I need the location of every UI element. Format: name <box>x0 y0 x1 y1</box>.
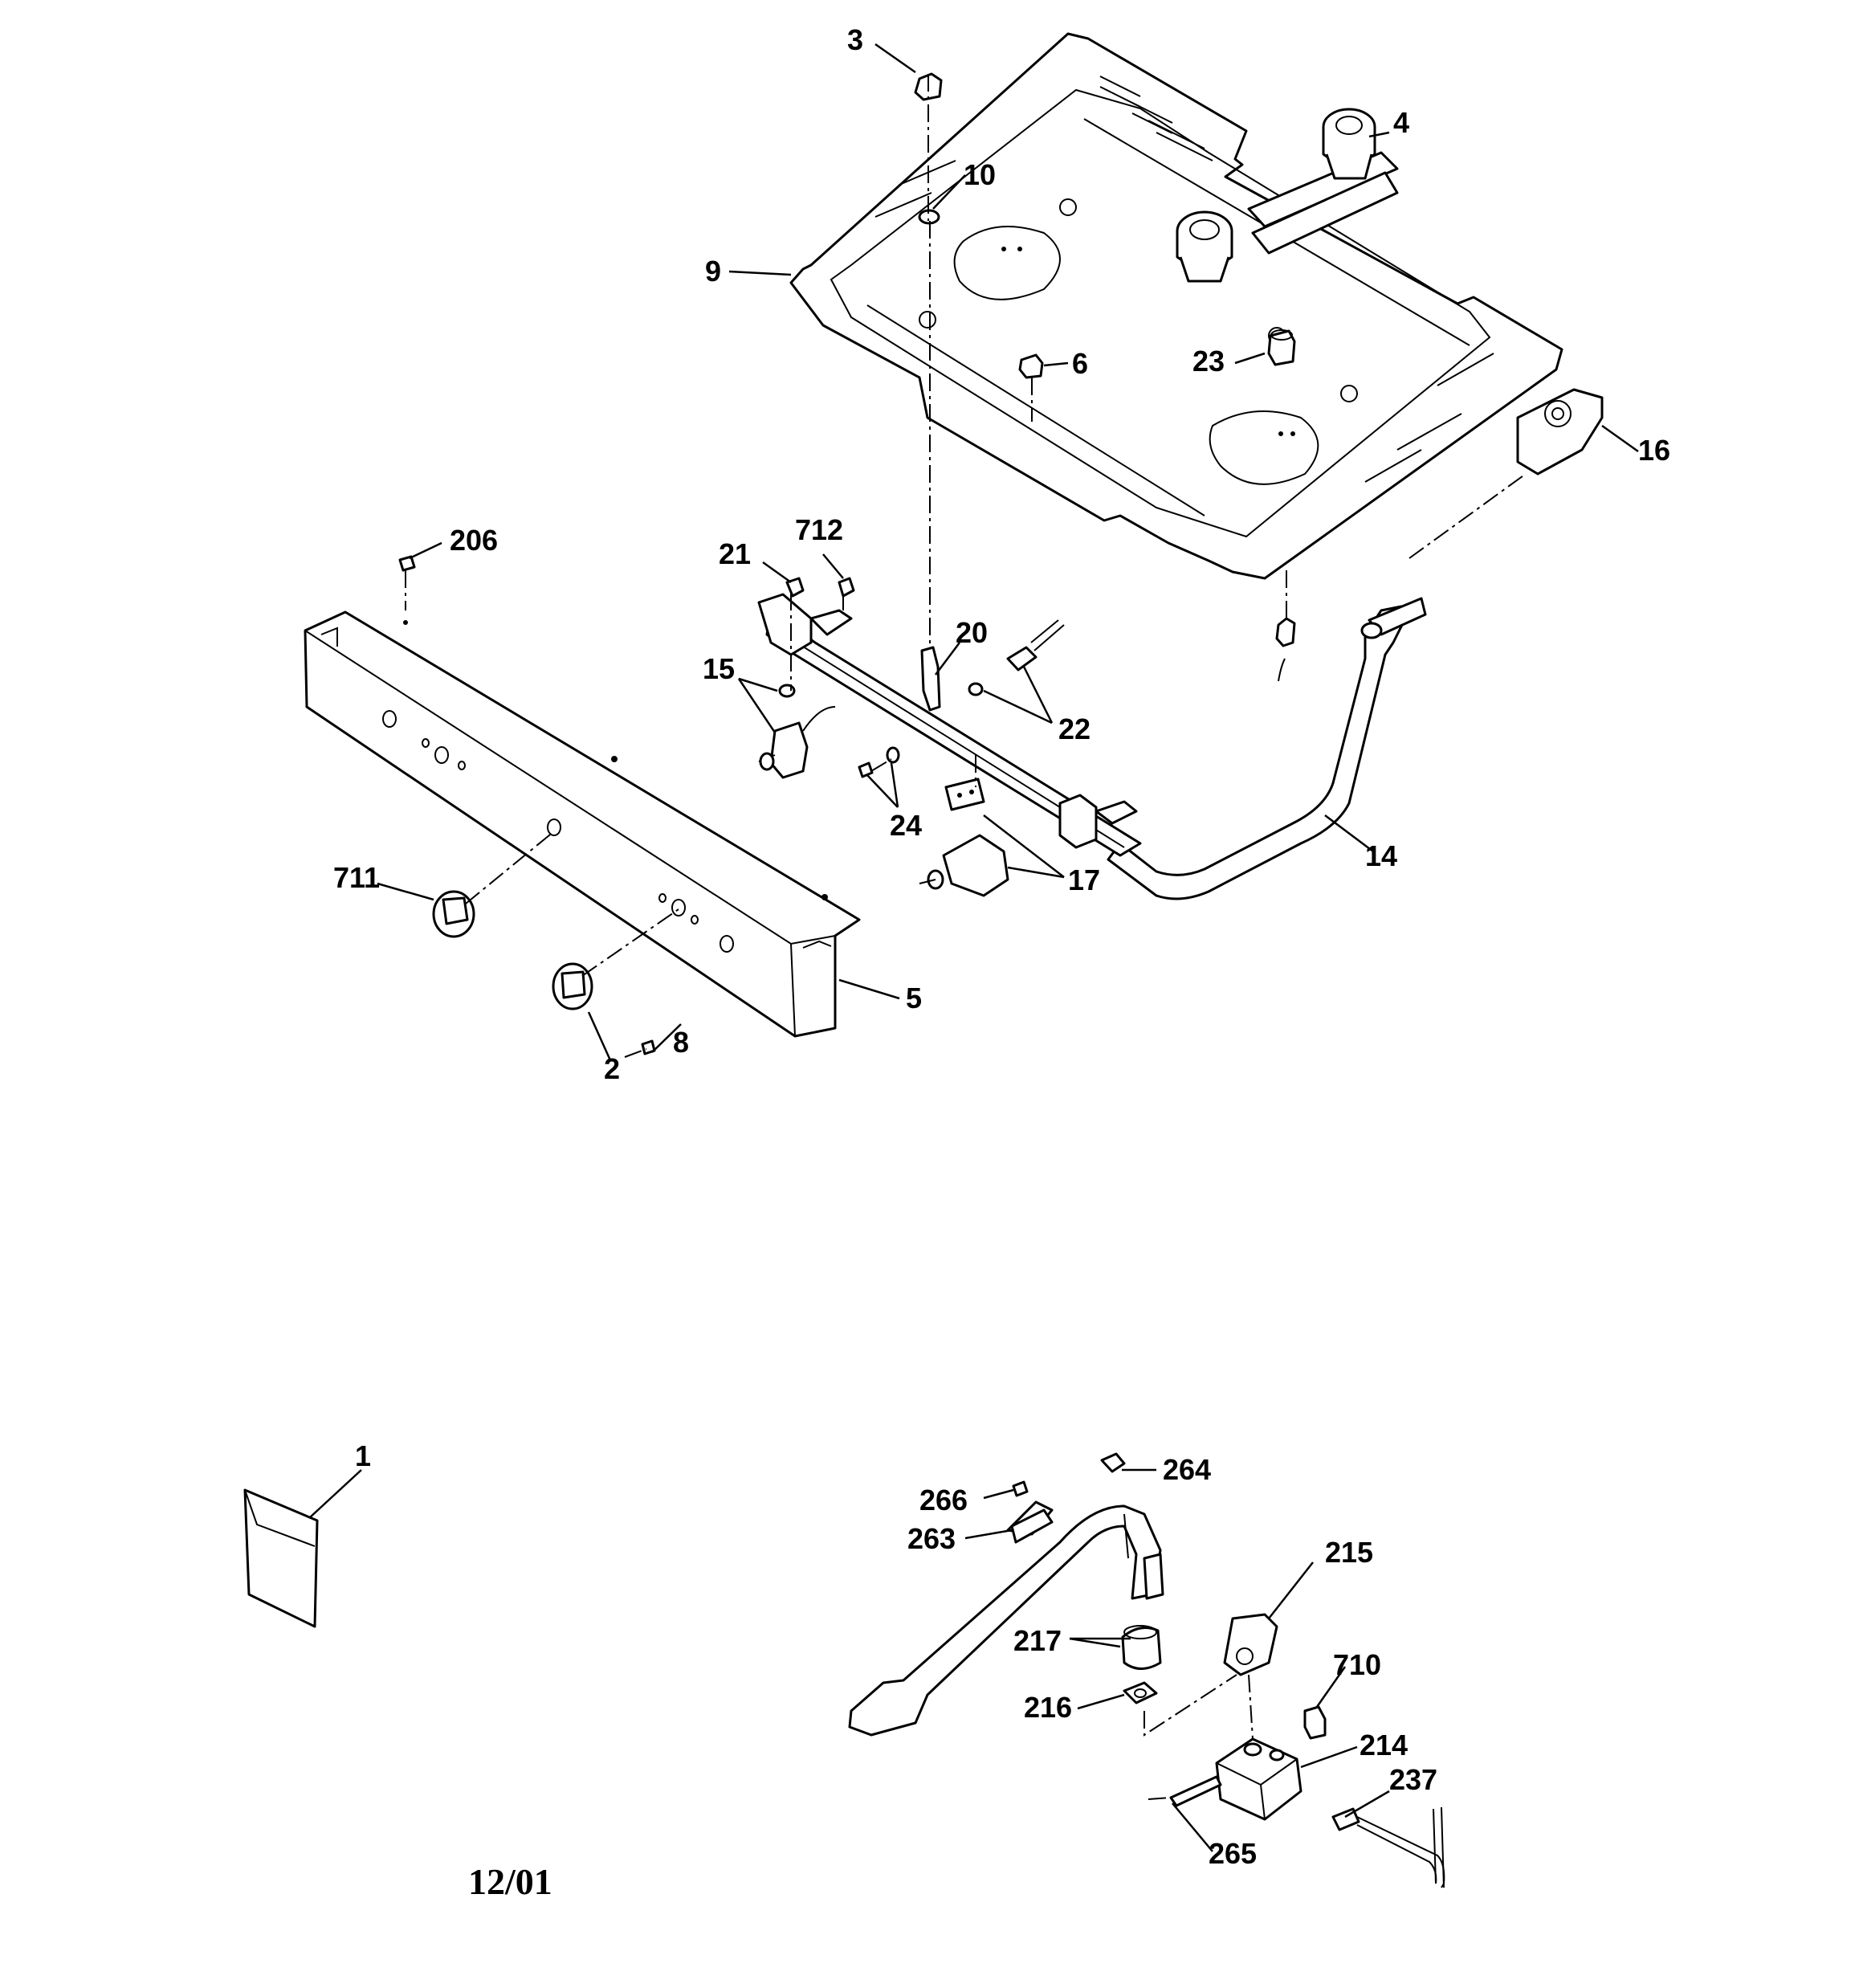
callout-20: 20 <box>956 616 988 649</box>
callout-8: 8 <box>673 1026 689 1059</box>
callout-216: 216 <box>1024 1691 1072 1724</box>
callout-266: 266 <box>919 1484 968 1517</box>
callout-24: 24 <box>890 809 922 842</box>
callout-21: 21 <box>719 537 751 570</box>
callout-711: 711 <box>333 861 380 894</box>
callout-labels: 3 4 10 9 6 23 16 206 21 712 20 15 22 24 … <box>333 23 1670 1870</box>
callout-712: 712 <box>795 513 843 546</box>
callout-265: 265 <box>1209 1837 1257 1870</box>
callout-2: 2 <box>604 1052 620 1085</box>
lower-regulator <box>1143 1674 1445 1888</box>
callout-17: 17 <box>1068 863 1100 896</box>
callout-14: 14 <box>1365 839 1397 872</box>
regulator-bracket <box>1516 388 1604 476</box>
callout-10: 10 <box>964 158 996 191</box>
callout-6: 6 <box>1072 347 1088 380</box>
callout-1: 1 <box>355 1439 371 1472</box>
literature-envelope <box>243 1488 319 1628</box>
callout-15: 15 <box>703 652 735 685</box>
assembly-lines <box>405 74 1527 1058</box>
callout-16: 16 <box>1638 434 1670 467</box>
control-panel <box>304 610 861 1038</box>
callout-5: 5 <box>906 982 922 1014</box>
callout-215: 215 <box>1325 1536 1373 1569</box>
callout-3: 3 <box>847 23 863 56</box>
callout-264: 264 <box>1163 1453 1211 1486</box>
burner-assembly <box>1176 108 1399 283</box>
lower-pipe-assembly <box>848 1452 1164 1737</box>
callout-22: 22 <box>1058 712 1090 745</box>
manifold-pipe <box>1107 597 1427 900</box>
valve-manifold <box>757 577 1142 897</box>
burner-box-frame <box>789 32 1563 580</box>
callout-263: 263 <box>907 1522 956 1555</box>
callout-710: 710 <box>1333 1648 1381 1681</box>
callout-217: 217 <box>1013 1624 1062 1657</box>
callout-237: 237 <box>1389 1763 1437 1796</box>
knobs <box>398 555 656 1055</box>
callout-4: 4 <box>1393 106 1409 139</box>
callout-206: 206 <box>450 524 498 557</box>
date-code: 12/01 <box>468 1861 552 1902</box>
callout-214: 214 <box>1360 1729 1408 1761</box>
callout-23: 23 <box>1192 345 1225 378</box>
lower-bracket <box>1223 1613 1278 1676</box>
leader-lines <box>308 43 1639 1852</box>
callout-9: 9 <box>705 255 721 288</box>
